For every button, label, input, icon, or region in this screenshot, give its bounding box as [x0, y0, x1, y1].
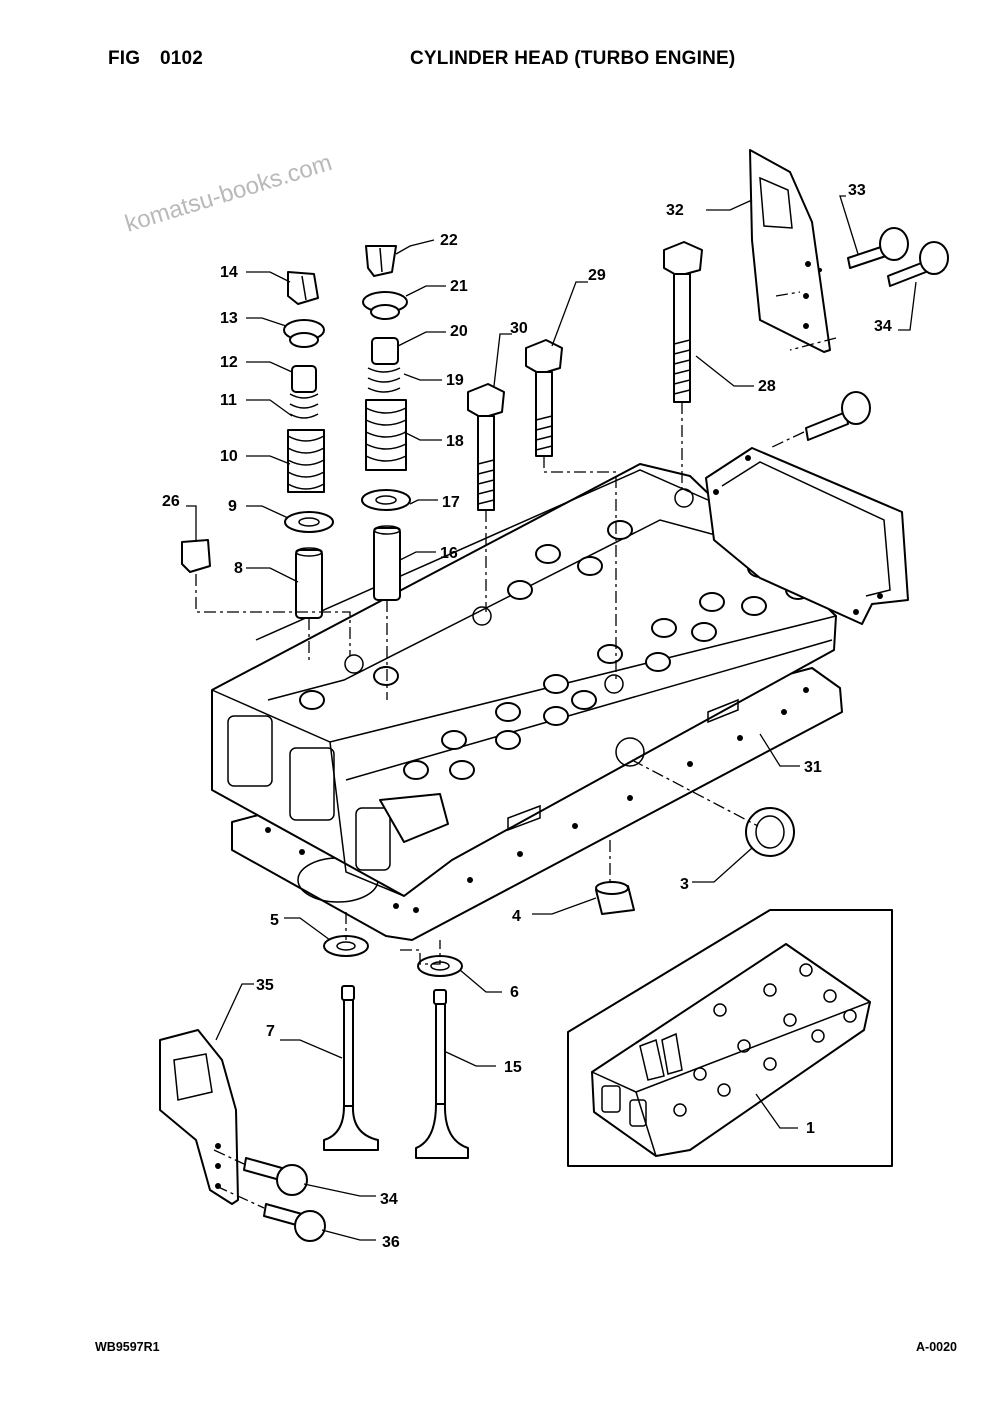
- watermark-top: komatsu-books.com: [122, 149, 335, 238]
- part-label-18: 18: [446, 433, 464, 450]
- part-label-19: 19: [446, 372, 464, 389]
- part-label-3: 3: [680, 876, 689, 893]
- part-labels: 14 13 12 11 10 9 8 26 22 21 20 19 18 17 …: [162, 182, 892, 1251]
- plug: [181, 539, 211, 573]
- leader-lines: [186, 195, 917, 1241]
- part-label-35: 35: [256, 977, 274, 994]
- part-label-36: 36: [382, 1234, 400, 1251]
- valve-train-right: [361, 245, 411, 601]
- part-label-13: 13: [220, 310, 238, 327]
- part-label-22: 22: [440, 232, 458, 249]
- part-label-8: 8: [234, 560, 243, 577]
- part-label-21: 21: [450, 278, 468, 295]
- part-label-14: 14: [220, 264, 238, 281]
- part-label-34-upper: 34: [874, 318, 892, 335]
- part-label-16: 16: [440, 545, 458, 562]
- part-label-34-lower: 34: [380, 1191, 398, 1208]
- part-label-28: 28: [758, 378, 776, 395]
- seals-and-washers: [323, 807, 795, 977]
- part-label-32: 32: [666, 202, 684, 219]
- part-label-26: 26: [162, 493, 180, 510]
- part-label-29: 29: [588, 267, 606, 284]
- figure-label: FIG: [108, 48, 141, 69]
- part-label-7: 7: [266, 1023, 275, 1040]
- bracket-upper: [749, 149, 831, 353]
- part-label-9: 9: [228, 498, 237, 515]
- alignment-lines: [195, 291, 837, 1209]
- part-label-20: 20: [450, 323, 468, 340]
- part-label-30: 30: [510, 320, 528, 337]
- part-label-1: 1: [806, 1120, 815, 1137]
- assembly-inset: [567, 909, 893, 1167]
- valve-train-left: [283, 271, 334, 619]
- manifold-gasket: [705, 447, 909, 625]
- part-label-10: 10: [220, 448, 238, 465]
- head-bolts: [467, 241, 703, 511]
- part-label-5: 5: [270, 912, 279, 929]
- document-code: WB9597R1: [95, 1340, 160, 1354]
- part-label-33: 33: [848, 182, 866, 199]
- part-label-12: 12: [220, 354, 238, 371]
- part-label-15: 15: [504, 1059, 522, 1076]
- part-label-31: 31: [804, 759, 822, 776]
- part-label-6: 6: [510, 984, 519, 1001]
- figure-title: CYLINDER HEAD (TURBO ENGINE): [410, 48, 736, 69]
- figure-number: 0102: [160, 48, 204, 69]
- small-bolts: [243, 227, 949, 1242]
- cylinder-head-block: [211, 463, 837, 897]
- part-label-11: 11: [220, 392, 237, 409]
- page-code: A-0020: [916, 1340, 957, 1354]
- part-label-17: 17: [442, 494, 460, 511]
- valves: [323, 985, 469, 1159]
- bracket-lower: [159, 1029, 239, 1205]
- part-label-4: 4: [512, 908, 521, 925]
